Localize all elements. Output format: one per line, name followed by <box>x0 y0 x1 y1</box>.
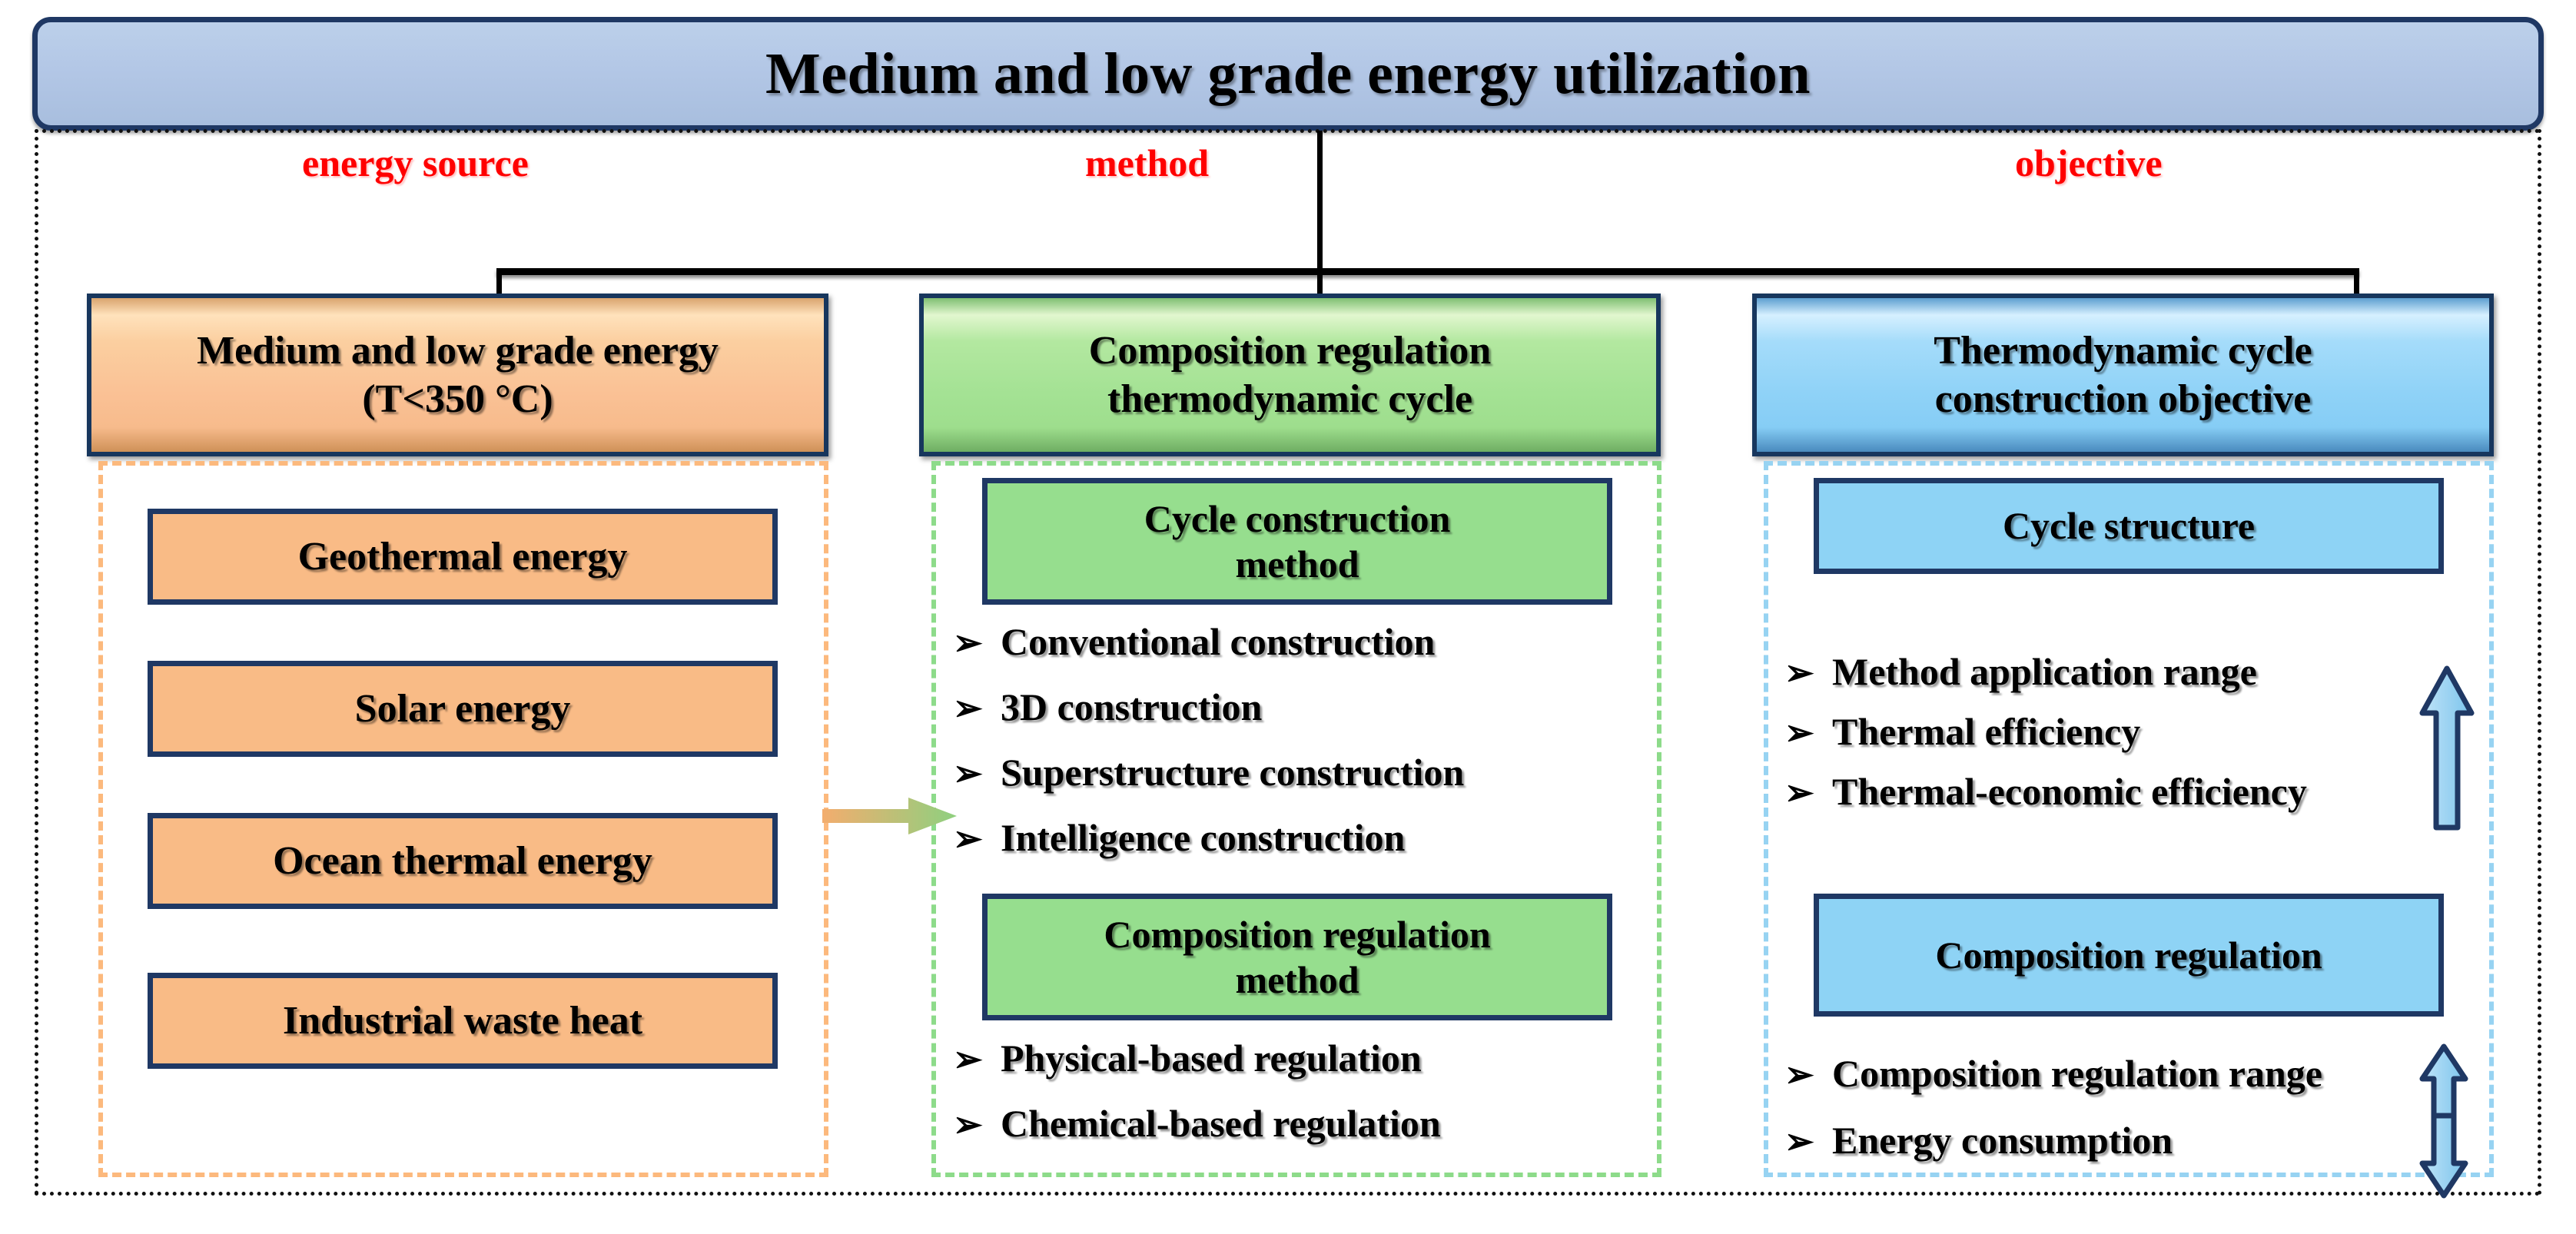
label-objective: objective <box>2015 141 2163 184</box>
energy-item-solar[interactable]: Solar energy <box>148 661 778 757</box>
bullet-arrow-icon: ➢ <box>953 1105 983 1144</box>
objective-group-title-cycle-structure: Cycle structure <box>1814 478 2444 574</box>
column-header-objective-text: Thermodynamic cycle construction objecti… <box>1926 327 2319 424</box>
header-line-1: Medium and low grade energy <box>197 328 719 373</box>
list-item-label: Intelligence construction <box>1001 816 1406 859</box>
list-item[interactable]: ➢ Chemical-based regulation <box>953 1101 1441 1166</box>
bullet-arrow-icon: ➢ <box>953 1040 983 1079</box>
list-item-label: Thermal-economic efficiency <box>1832 770 2307 813</box>
outer-frame <box>35 129 2541 1196</box>
energy-item-label: Ocean thermal energy <box>273 839 652 883</box>
objective-group-title-composition-regulation: Composition regulation <box>1814 894 2444 1017</box>
diagram-title-box: Medium and low grade energy utilization <box>32 17 2544 131</box>
method-group-title-text: Cycle construction method <box>1138 496 1457 587</box>
bullet-arrow-icon: ➢ <box>953 688 983 728</box>
column-header-method-text: Composition regulation thermodynamic cyc… <box>1081 327 1499 424</box>
objective-bullet-list-composition-regulation: ➢ Composition regulation range ➢ Energy … <box>1784 1051 2322 1185</box>
list-item-label: Composition regulation range <box>1832 1052 2322 1095</box>
bullet-arrow-icon: ➢ <box>953 623 983 662</box>
list-item[interactable]: ➢ Conventional construction <box>953 619 1464 685</box>
decrease-arrow-icon <box>2419 1113 2468 1199</box>
title-line-2: method <box>1235 957 1359 1001</box>
method-bullet-list-composition-regulation: ➢ Physical-based regulation ➢ Chemical-b… <box>953 1036 1441 1166</box>
source-to-method-arrow-icon <box>822 798 957 834</box>
title-line-1: Cycle structure <box>2002 504 2256 547</box>
label-energy-source: energy source <box>302 141 529 184</box>
list-item[interactable]: ➢ Physical-based regulation <box>953 1036 1441 1101</box>
header-line-2: (T<350 °C) <box>362 377 553 421</box>
header-line-2: thermodynamic cycle <box>1107 377 1473 421</box>
list-item-label: Conventional construction <box>1001 620 1436 663</box>
method-group-title-composition-regulation: Composition regulation method <box>982 894 1612 1020</box>
header-line-1: Thermodynamic cycle <box>1934 328 2312 373</box>
energy-item-geothermal[interactable]: Geothermal energy <box>148 509 778 605</box>
list-item[interactable]: ➢ Composition regulation range <box>1784 1051 2322 1118</box>
bullet-arrow-icon: ➢ <box>1784 713 1814 752</box>
column-header-objective: Thermodynamic cycle construction objecti… <box>1752 294 2494 456</box>
list-item-label: Chemical-based regulation <box>1001 1102 1441 1145</box>
header-line-1: Composition regulation <box>1088 328 1492 373</box>
bullet-arrow-icon: ➢ <box>1784 1055 1814 1094</box>
objective-group-title-text: Cycle structure <box>1997 503 2261 549</box>
column-header-energy-source-text: Medium and low grade energy (T<350 °C) <box>189 327 726 424</box>
list-item[interactable]: ➢ Thermal-economic efficiency <box>1784 769 2307 829</box>
energy-item-industrial-waste-heat[interactable]: Industrial waste heat <box>148 973 778 1069</box>
bullet-arrow-icon: ➢ <box>1784 653 1814 692</box>
list-item[interactable]: ➢ 3D construction <box>953 685 1464 750</box>
energy-item-label: Industrial waste heat <box>282 999 643 1043</box>
list-item-label: Superstructure construction <box>1001 751 1465 794</box>
label-method: method <box>1085 141 1210 184</box>
list-item-label: Energy consumption <box>1832 1119 2173 1162</box>
title-line-1: Cycle construction <box>1144 496 1451 540</box>
energy-item-ocean-thermal[interactable]: Ocean thermal energy <box>148 813 778 909</box>
method-group-title-text: Composition regulation method <box>1097 912 1496 1003</box>
title-line-1: Composition regulation <box>1104 912 1491 956</box>
energy-item-label: Solar energy <box>354 687 571 731</box>
method-bullet-list-cycle-construction: ➢ Conventional construction ➢ 3D constru… <box>953 619 1464 881</box>
objective-bullet-list-cycle-structure: ➢ Method application range ➢ Thermal eff… <box>1784 649 2307 829</box>
list-item[interactable]: ➢ Energy consumption <box>1784 1118 2322 1185</box>
column-header-energy-source: Medium and low grade energy (T<350 °C) <box>87 294 828 456</box>
connector-trunk-line <box>1317 131 1323 273</box>
header-line-2: construction objective <box>1934 377 2312 421</box>
title-line-1: Composition regulation <box>1935 933 2322 977</box>
column-header-method: Composition regulation thermodynamic cyc… <box>919 294 1661 456</box>
list-item-label: Method application range <box>1832 650 2257 693</box>
list-item-label: Thermal efficiency <box>1832 710 2141 753</box>
energy-item-label: Geothermal energy <box>297 535 628 579</box>
bullet-arrow-icon: ➢ <box>953 819 983 858</box>
list-item[interactable]: ➢ Thermal efficiency <box>1784 709 2307 769</box>
list-item-label: Physical-based regulation <box>1001 1037 1422 1080</box>
list-item[interactable]: ➢ Superstructure construction <box>953 750 1464 815</box>
list-item[interactable]: ➢ Method application range <box>1784 649 2307 709</box>
diagram-title-text: Medium and low grade energy utilization <box>765 41 1811 106</box>
column-container-objective <box>1764 461 2494 1177</box>
bullet-arrow-icon: ➢ <box>953 754 983 793</box>
connector-horizontal-bar <box>496 268 2359 275</box>
increase-arrow-icon <box>2419 665 2475 831</box>
title-line-2: method <box>1235 542 1359 585</box>
list-item[interactable]: ➢ Intelligence construction <box>953 815 1464 881</box>
list-item-label: 3D construction <box>1001 685 1263 728</box>
method-group-title-cycle-construction: Cycle construction method <box>982 478 1612 605</box>
objective-group-title-text: Composition regulation <box>1929 933 2328 978</box>
bullet-arrow-icon: ➢ <box>1784 1122 1814 1161</box>
bullet-arrow-icon: ➢ <box>1784 773 1814 812</box>
